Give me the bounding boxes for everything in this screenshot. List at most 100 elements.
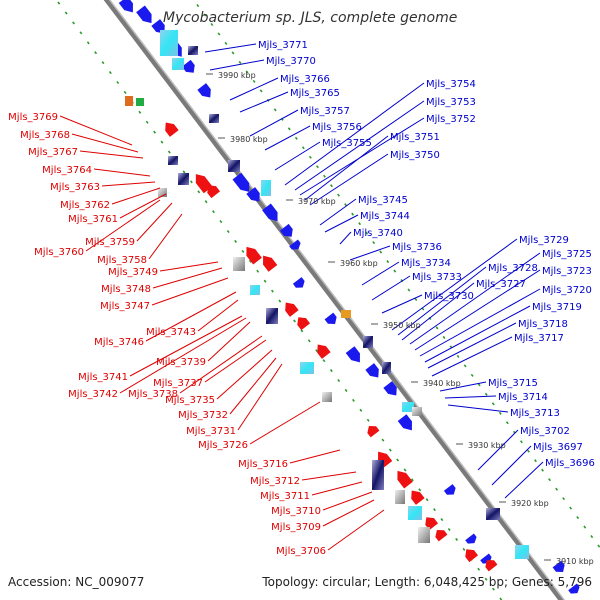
tick-mark — [108, 71, 112, 75]
forward-leader-line — [381, 294, 423, 314]
reverse-gene-arrow — [246, 246, 262, 265]
tick-mark — [463, 364, 467, 368]
tick-mark — [101, 61, 105, 65]
kbp-label: 3910 kbp — [556, 557, 594, 566]
forward-gene-label: Mjls_3713 — [510, 408, 560, 419]
gene-block — [408, 506, 422, 520]
forward-gene-label: Mjls_3715 — [488, 378, 538, 389]
tick-mark — [505, 421, 509, 425]
forward-gene-label: Mjls_3755 — [322, 138, 372, 149]
reverse-gene-label: Mjls_3709 — [271, 522, 321, 533]
kbp-label: 3950 kbp — [383, 321, 421, 330]
forward-gene-arrow — [118, 0, 133, 13]
forward-leader-line — [391, 238, 518, 331]
forward-leader-line — [361, 261, 400, 286]
tick-mark — [351, 212, 355, 216]
forward-gene-arrow — [397, 414, 412, 431]
tick-mark — [435, 326, 439, 330]
tick-mark — [447, 527, 451, 532]
tick-mark — [534, 459, 537, 463]
forward-leader-line — [264, 125, 311, 151]
tick-mark — [455, 537, 459, 541]
kbp-label: 3920 kbp — [511, 499, 549, 508]
gene-block — [395, 490, 405, 504]
reverse-leader-line — [148, 213, 183, 260]
gene-block — [172, 58, 184, 70]
forward-gene-label: Mjls_3719 — [532, 302, 582, 313]
forward-leader-line — [504, 461, 544, 499]
tick-mark — [597, 544, 600, 548]
gene-block — [372, 460, 384, 490]
reverse-gene-label: Mjls_3747 — [100, 301, 150, 312]
gene-block — [188, 46, 198, 55]
tick-mark — [337, 193, 340, 197]
reverse-gene-label: Mjls_3763 — [50, 182, 100, 193]
reverse-gene-label: Mjls_3762 — [60, 200, 110, 211]
forward-gene-arrow — [232, 172, 250, 192]
tick-mark — [301, 146, 305, 150]
forward-gene-label: Mjls_3718 — [518, 319, 568, 330]
forward-leader-line — [447, 404, 509, 413]
tick-mark — [491, 402, 495, 406]
tick-mark — [210, 22, 214, 27]
tick-mark — [358, 222, 362, 226]
tick-mark — [590, 535, 594, 539]
forward-leader-line — [371, 275, 411, 301]
tick-mark — [273, 108, 277, 112]
reverse-gene-label: Mjls_3711 — [260, 491, 310, 502]
tick-mark — [498, 411, 502, 415]
reverse-gene-label: Mjls_3726 — [198, 440, 248, 451]
tick-mark — [64, 11, 68, 15]
reverse-leader-line — [59, 115, 133, 146]
forward-leader-line — [284, 82, 425, 186]
tick-mark — [189, 180, 193, 184]
reverse-gene-label: Mjls_3741 — [78, 372, 128, 383]
tick-mark — [541, 468, 544, 472]
tick-mark — [329, 369, 333, 373]
tick-mark — [241, 249, 245, 253]
reverse-leader-line — [197, 299, 239, 332]
tick-mark — [462, 547, 466, 551]
tick-mark — [203, 13, 207, 17]
tick-mark — [231, 51, 235, 55]
tick-mark — [196, 3, 200, 8]
reverse-gene-label: Mjls_3739 — [156, 357, 206, 368]
tick-mark — [256, 269, 260, 273]
forward-gene-arrow — [465, 533, 477, 544]
forward-leader-line — [324, 214, 359, 233]
gene-block — [300, 362, 314, 374]
forward-gene-label: Mjls_3744 — [360, 211, 410, 222]
forward-gene-label: Mjls_3717 — [514, 333, 564, 344]
reverse-leader-line — [129, 315, 243, 377]
tick-mark — [294, 136, 298, 140]
gene-block — [158, 188, 167, 197]
kbp-label: 3980 kbp — [230, 135, 268, 144]
reverse-leader-line — [327, 509, 385, 551]
genome-backbone — [103, 0, 566, 600]
reverse-gene-arrow — [165, 122, 179, 137]
forward-gene-label: Mjls_3771 — [258, 40, 308, 51]
forward-gene-arrow — [151, 19, 165, 34]
tick-mark — [167, 150, 171, 154]
gene-block — [209, 114, 219, 123]
forward-gene-label: Mjls_3723 — [542, 266, 592, 277]
forward-gene-label: Mjls_3770 — [266, 56, 316, 67]
tick-mark — [238, 60, 242, 64]
reverse-leader-line — [207, 321, 251, 362]
forward-gene-label: Mjls_3696 — [545, 458, 595, 469]
reverse-gene-label: Mjls_3767 — [28, 147, 78, 158]
tick-mark — [293, 319, 296, 323]
forward-gene-label: Mjls_3757 — [300, 106, 350, 117]
forward-gene-arrow — [279, 223, 293, 237]
gene-block — [266, 308, 278, 324]
tick-mark — [278, 299, 282, 303]
tick-mark — [388, 448, 392, 452]
tick-mark — [72, 21, 75, 25]
backbone-highlight — [108, 0, 566, 600]
reverse-leader-line — [204, 339, 267, 383]
reverse-gene-arrow — [465, 549, 479, 563]
reverse-gene-label: Mjls_3768 — [20, 130, 70, 141]
tick-mark — [153, 130, 157, 134]
accession-text: Accession: NC_009077 — [8, 575, 145, 589]
forward-gene-label: Mjls_3756 — [312, 122, 362, 133]
